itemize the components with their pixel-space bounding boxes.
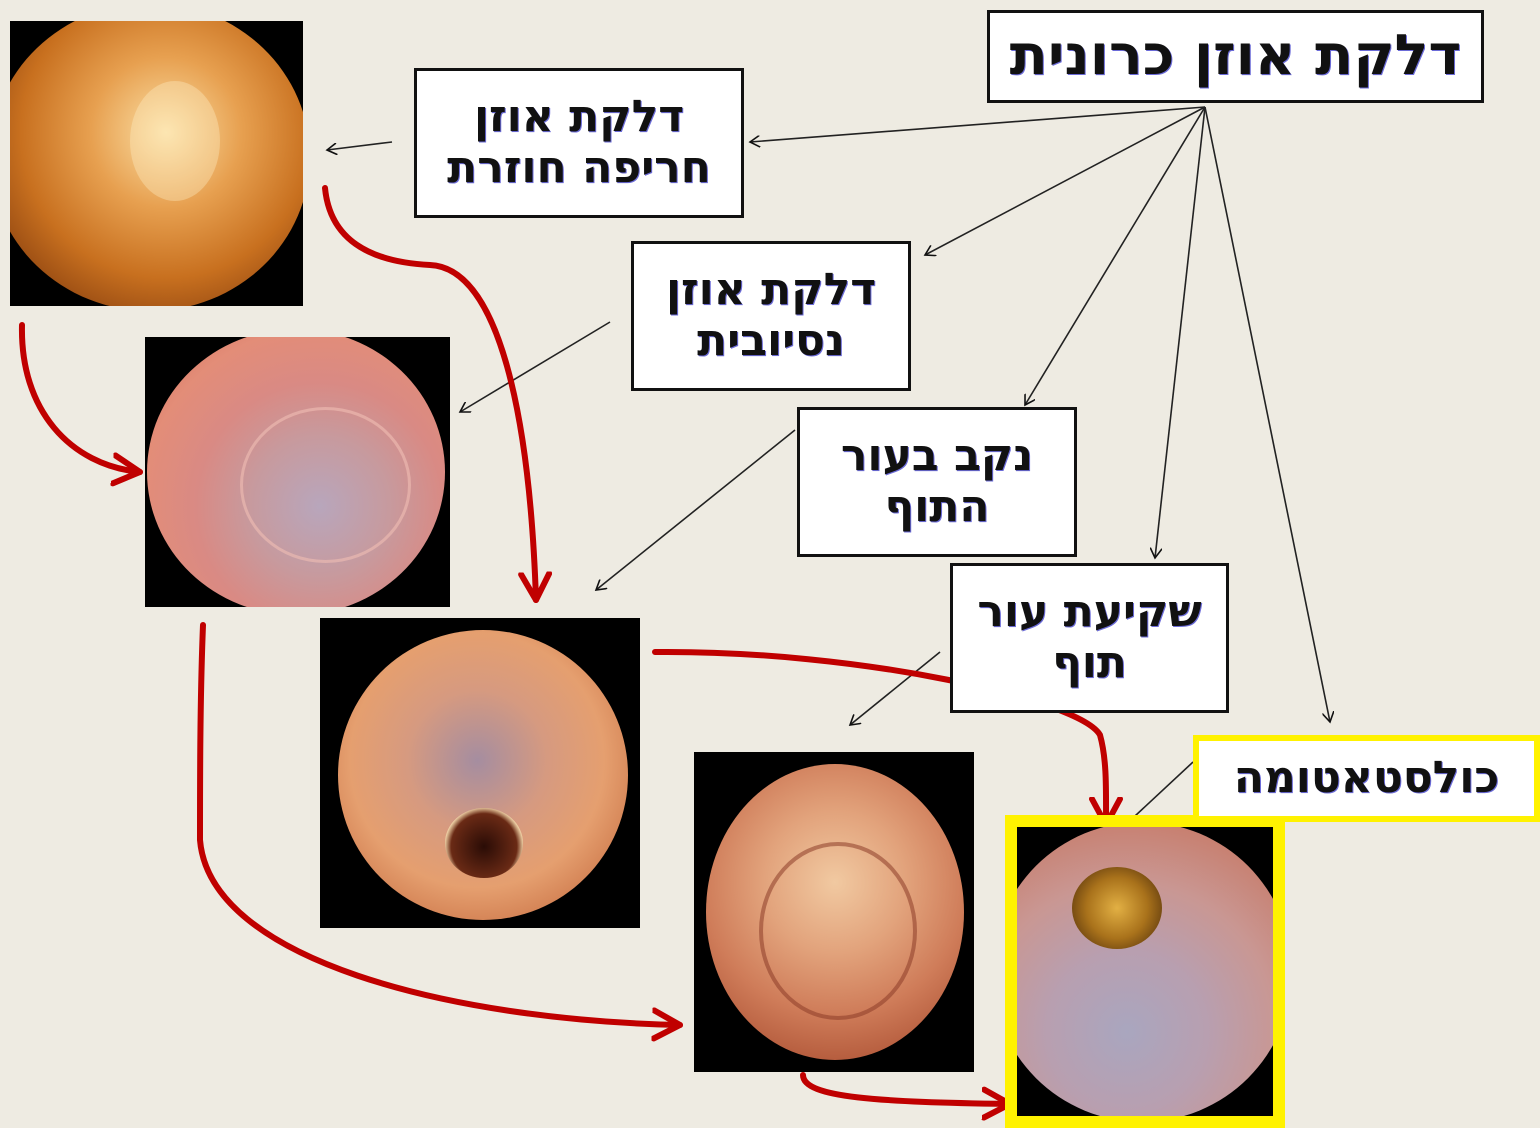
otoscope-photo-adhesive-otitis [145, 337, 450, 607]
node-perforation-line1: נקב בעור [841, 431, 1033, 482]
main-node-label: דלקת אוזן כרונית [1010, 24, 1462, 88]
node-retraction-line2: תוף [1052, 638, 1127, 689]
arrow-to-retraction [1155, 107, 1205, 558]
node-cholesteatoma: כולסטאטומה [1193, 735, 1540, 822]
node-tympanic-retraction: שקיעת עור תוף [950, 563, 1229, 713]
arrow-recurrent-photo [327, 142, 392, 150]
node-adhesive-otitis: דלקת אוזן נסיובית [631, 241, 911, 391]
otoscope-photo-perforation [320, 618, 640, 928]
arrow-to-perforation [1025, 107, 1205, 405]
node-adhesive-line1: דלקת אוזן [666, 265, 876, 316]
arrow-to-recurrent [750, 107, 1205, 142]
arrow-adhesive-photo [460, 322, 610, 412]
otoscope-photo-retraction [694, 752, 974, 1072]
node-retraction-line1: שקיעת עור [977, 587, 1201, 638]
node-perforation-line2: התוף [884, 482, 989, 533]
arrow-perforation-photo [596, 430, 795, 590]
red-arrow-5 [803, 1075, 1010, 1104]
node-recurrent-line2: חריפה חוזרת [447, 143, 711, 194]
node-cholesteatoma-label: כולסטאטומה [1234, 753, 1500, 804]
arrow-to-adhesive [925, 107, 1205, 255]
otoscope-photo-recurrent-otitis [10, 21, 303, 306]
otoscope-photo-cholesteatoma [1005, 815, 1285, 1128]
red-arrow-1 [22, 325, 140, 472]
node-recurrent-acute-otitis: דלקת אוזן חריפה חוזרת [414, 68, 744, 218]
node-recurrent-line1: דלקת אוזן [474, 92, 684, 143]
main-node-chronic-otitis: דלקת אוזן כרונית [987, 10, 1484, 103]
node-adhesive-line2: נסיובית [697, 316, 845, 367]
node-tympanic-perforation: נקב בעור התוף [797, 407, 1077, 557]
